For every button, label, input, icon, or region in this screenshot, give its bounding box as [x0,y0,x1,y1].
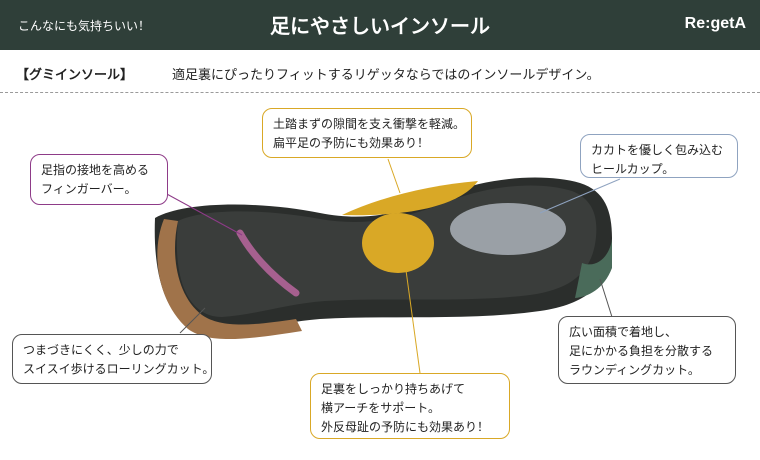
leader-line-mid [387,158,401,194]
callout-arch-line: 外反母趾の予防にも効果あり！ [321,420,490,434]
callout-midfoot-line: 土踏まずの隙間を支え衝撃を軽減。 [273,117,466,131]
leader-line-arch [404,262,421,374]
callout-heel-cup-line: カカトを優しく包み込む [591,143,724,157]
subheader: 【グミインソール】 適足裏にぴったりフィットするリゲッタならではのインソールデザ… [0,50,760,93]
callout-rounding-line: 足にかかる負担を分散する [569,344,714,358]
callout-arch-line: 足裏をしっかり持ちあげて [321,382,466,396]
callout-midfoot-line: 扁平足の予防にも効果あり！ [273,136,430,150]
insole-graphic [154,158,621,374]
callout-finger-bar-line: フィンガーバー。 [41,182,137,196]
product-label: 【グミインソール】 [16,68,134,83]
leader-line-heel [539,178,621,214]
callout-toe-rolling-cut: つまづきにくく、少しの力で スイスイ歩けるローリングカット。 [12,334,215,384]
callout-rounding-line: 広い面積で着地し、 [569,325,678,339]
callout-rounding-cut: 広い面積で着地し、 足にかかる負担を分散する ラウンディングカット。 [558,316,736,384]
page-title: 足にやさしいインソール [270,14,490,38]
product-description: 適足裏にぴったりフィットするリゲッタならではのインソールデザイン。 [172,68,600,83]
heel-rounding-cut [575,239,612,298]
callout-arch-line: 横アーチをサポート。 [321,401,441,415]
toe-rolling-cut [157,219,302,340]
callout-toe-rolling-line: スイスイ歩けるローリングカット。 [23,362,215,376]
arch-support-pad [362,213,434,273]
insole-illustration: 足指の接地を高める フィンガーバー。 土踏まずの隙間を支え衝撃を軽減。 扁平足の… [0,93,760,460]
callout-finger-bar-line: 足指の接地を高める [41,163,150,177]
callout-toe-rolling-line: つまづきにくく、少しの力で [23,343,179,357]
leader-line-toe [164,192,243,236]
finger-bar [236,229,300,297]
callout-arch-support: 足裏をしっかり持ちあげて 横アーチをサポート。 外反母趾の予防にも効果あり！ [310,373,510,439]
midfoot-support [342,181,478,216]
header-tagline: こんなにも気持ちいい！ [18,19,151,33]
callout-midfoot: 土踏まずの隙間を支え衝撃を軽減。 扁平足の予防にも効果あり！ [262,108,472,158]
callout-heel-cup-line: ヒールカップ。 [591,162,675,176]
header-bar: こんなにも気持ちいい！ 足にやさしいインソール Re:getA [0,0,760,50]
heel-cup-pad [450,203,566,255]
callout-rounding-line: ラウンディングカット。 [569,363,700,377]
brand-logo: Re:getA [684,15,746,32]
callout-finger-bar: 足指の接地を高める フィンガーバー。 [30,154,168,205]
leader-line-toecut [179,307,206,334]
callout-heel-cup: カカトを優しく包み込む ヒールカップ。 [580,134,738,178]
leader-line-round [599,278,613,318]
